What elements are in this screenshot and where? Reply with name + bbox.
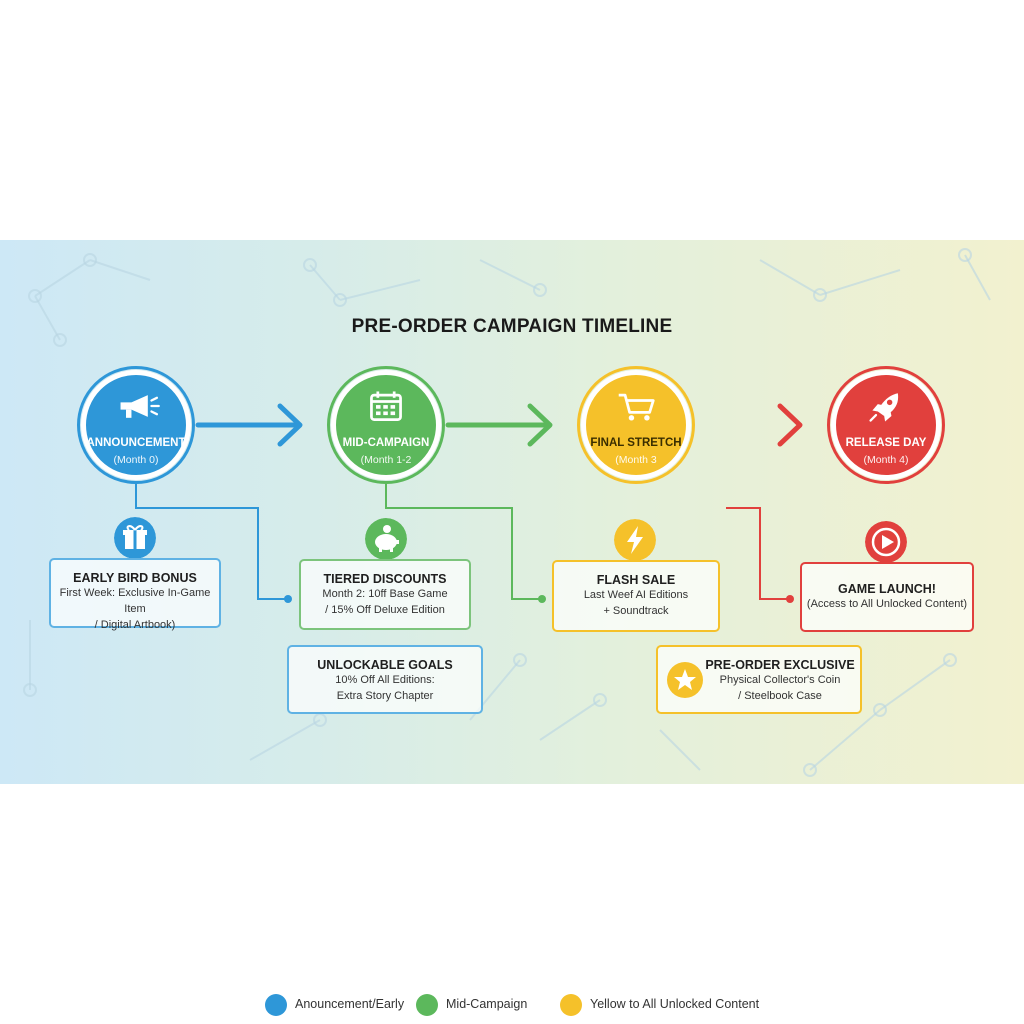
legend-label: Anouncement/Early [295,997,405,1011]
legend-swatch [416,994,438,1016]
stage-name: MID-CAMPAIGN [342,437,430,449]
arrow-green [445,403,553,447]
stage-period: (Month 4) [863,454,909,466]
stage-name: RELEASE DAY [845,437,927,449]
stage-final-stretch[interactable]: FINAL STRETCH (Month 3 [577,366,695,484]
calendar-icon [370,391,402,421]
stage-mid-campaign[interactable]: MID-CAMPAIGN (Month 1-2 [327,366,445,484]
card-unlockable-goals: UNLOCKABLE GOALS 10% Off All Editions: E… [287,645,483,714]
card-line: / Steelbook Case [738,690,822,702]
legend-label: Yellow to All Unlocked Content [590,997,760,1011]
card-title: EARLY BIRD BONUS [73,571,197,585]
legend-swatch [265,994,287,1016]
card-line: First Week: Exclusive In-Game Item [59,587,211,615]
card-title: UNLOCKABLE GOALS [317,658,453,672]
card-game-launch: GAME LAUNCH! (Access to All Unlocked Con… [800,562,974,632]
stage-period: (Month 0) [113,454,159,466]
card-early-bird-bonus: EARLY BIRD BONUS First Week: Exclusive I… [49,558,221,631]
legend-swatch [560,994,582,1016]
card-flash-sale: FLASH SALE Last Weef AI Editions + Sound… [552,560,720,632]
card-title: FLASH SALE [596,573,676,587]
card-line: Month 2: 10ff Base Game [322,588,448,600]
card-line: Physical Collector's Coin [719,674,841,686]
rocket-icon [869,393,899,422]
card-line: (Access to All Unlocked Content) [806,598,968,610]
cart-icon [618,393,655,421]
lightning-icon [614,519,656,561]
card-line: 10% Off All Editions: [335,674,435,686]
stage-period: (Month 3 [615,454,657,466]
stage-release-day[interactable]: RELEASE DAY (Month 4) [827,366,945,484]
piggy-bank-icon [365,518,407,560]
card-title: TIERED DISCOUNTS [323,572,447,586]
stage-period: (Month 1-2 [360,454,412,466]
card-line: Last Weef AI Editions [583,589,689,601]
card-line: + Soundtrack [603,605,669,617]
card-line: / 15% Off Deluxe Edition [325,604,445,616]
network-pattern [23,248,991,777]
legend-label: Mid-Campaign [446,997,528,1011]
stage-name: FINAL STRETCH [590,437,682,449]
stage-announcement[interactable]: ANNOUNCEMENT (Month 0) [77,366,195,484]
card-line: Extra Story Chapter [336,690,434,702]
play-icon [865,521,907,563]
megaphone-icon [120,395,160,418]
diagram-title: PRE-ORDER CAMPAIGN TIMELINE [351,316,673,337]
card-line: / Digital Artbook) [94,619,176,631]
arrow-yellow-red [695,403,803,447]
card-title: PRE-ORDER EXCLUSIVE [705,658,855,672]
gift-icon [114,517,156,559]
arrow-blue [195,403,303,447]
card-tiered-discounts: TIERED DISCOUNTS Month 2: 10ff Base Game… [299,559,471,630]
card-title: GAME LAUNCH! [838,582,936,596]
star-icon [667,662,703,698]
stage-name: ANNOUNCEMENT [86,437,186,449]
card-pre-order-exclusive: PRE-ORDER EXCLUSIVE Physical Collector's… [656,645,862,714]
legend: Anouncement/Early Mid-Campaign Yellow to… [0,994,1024,1018]
